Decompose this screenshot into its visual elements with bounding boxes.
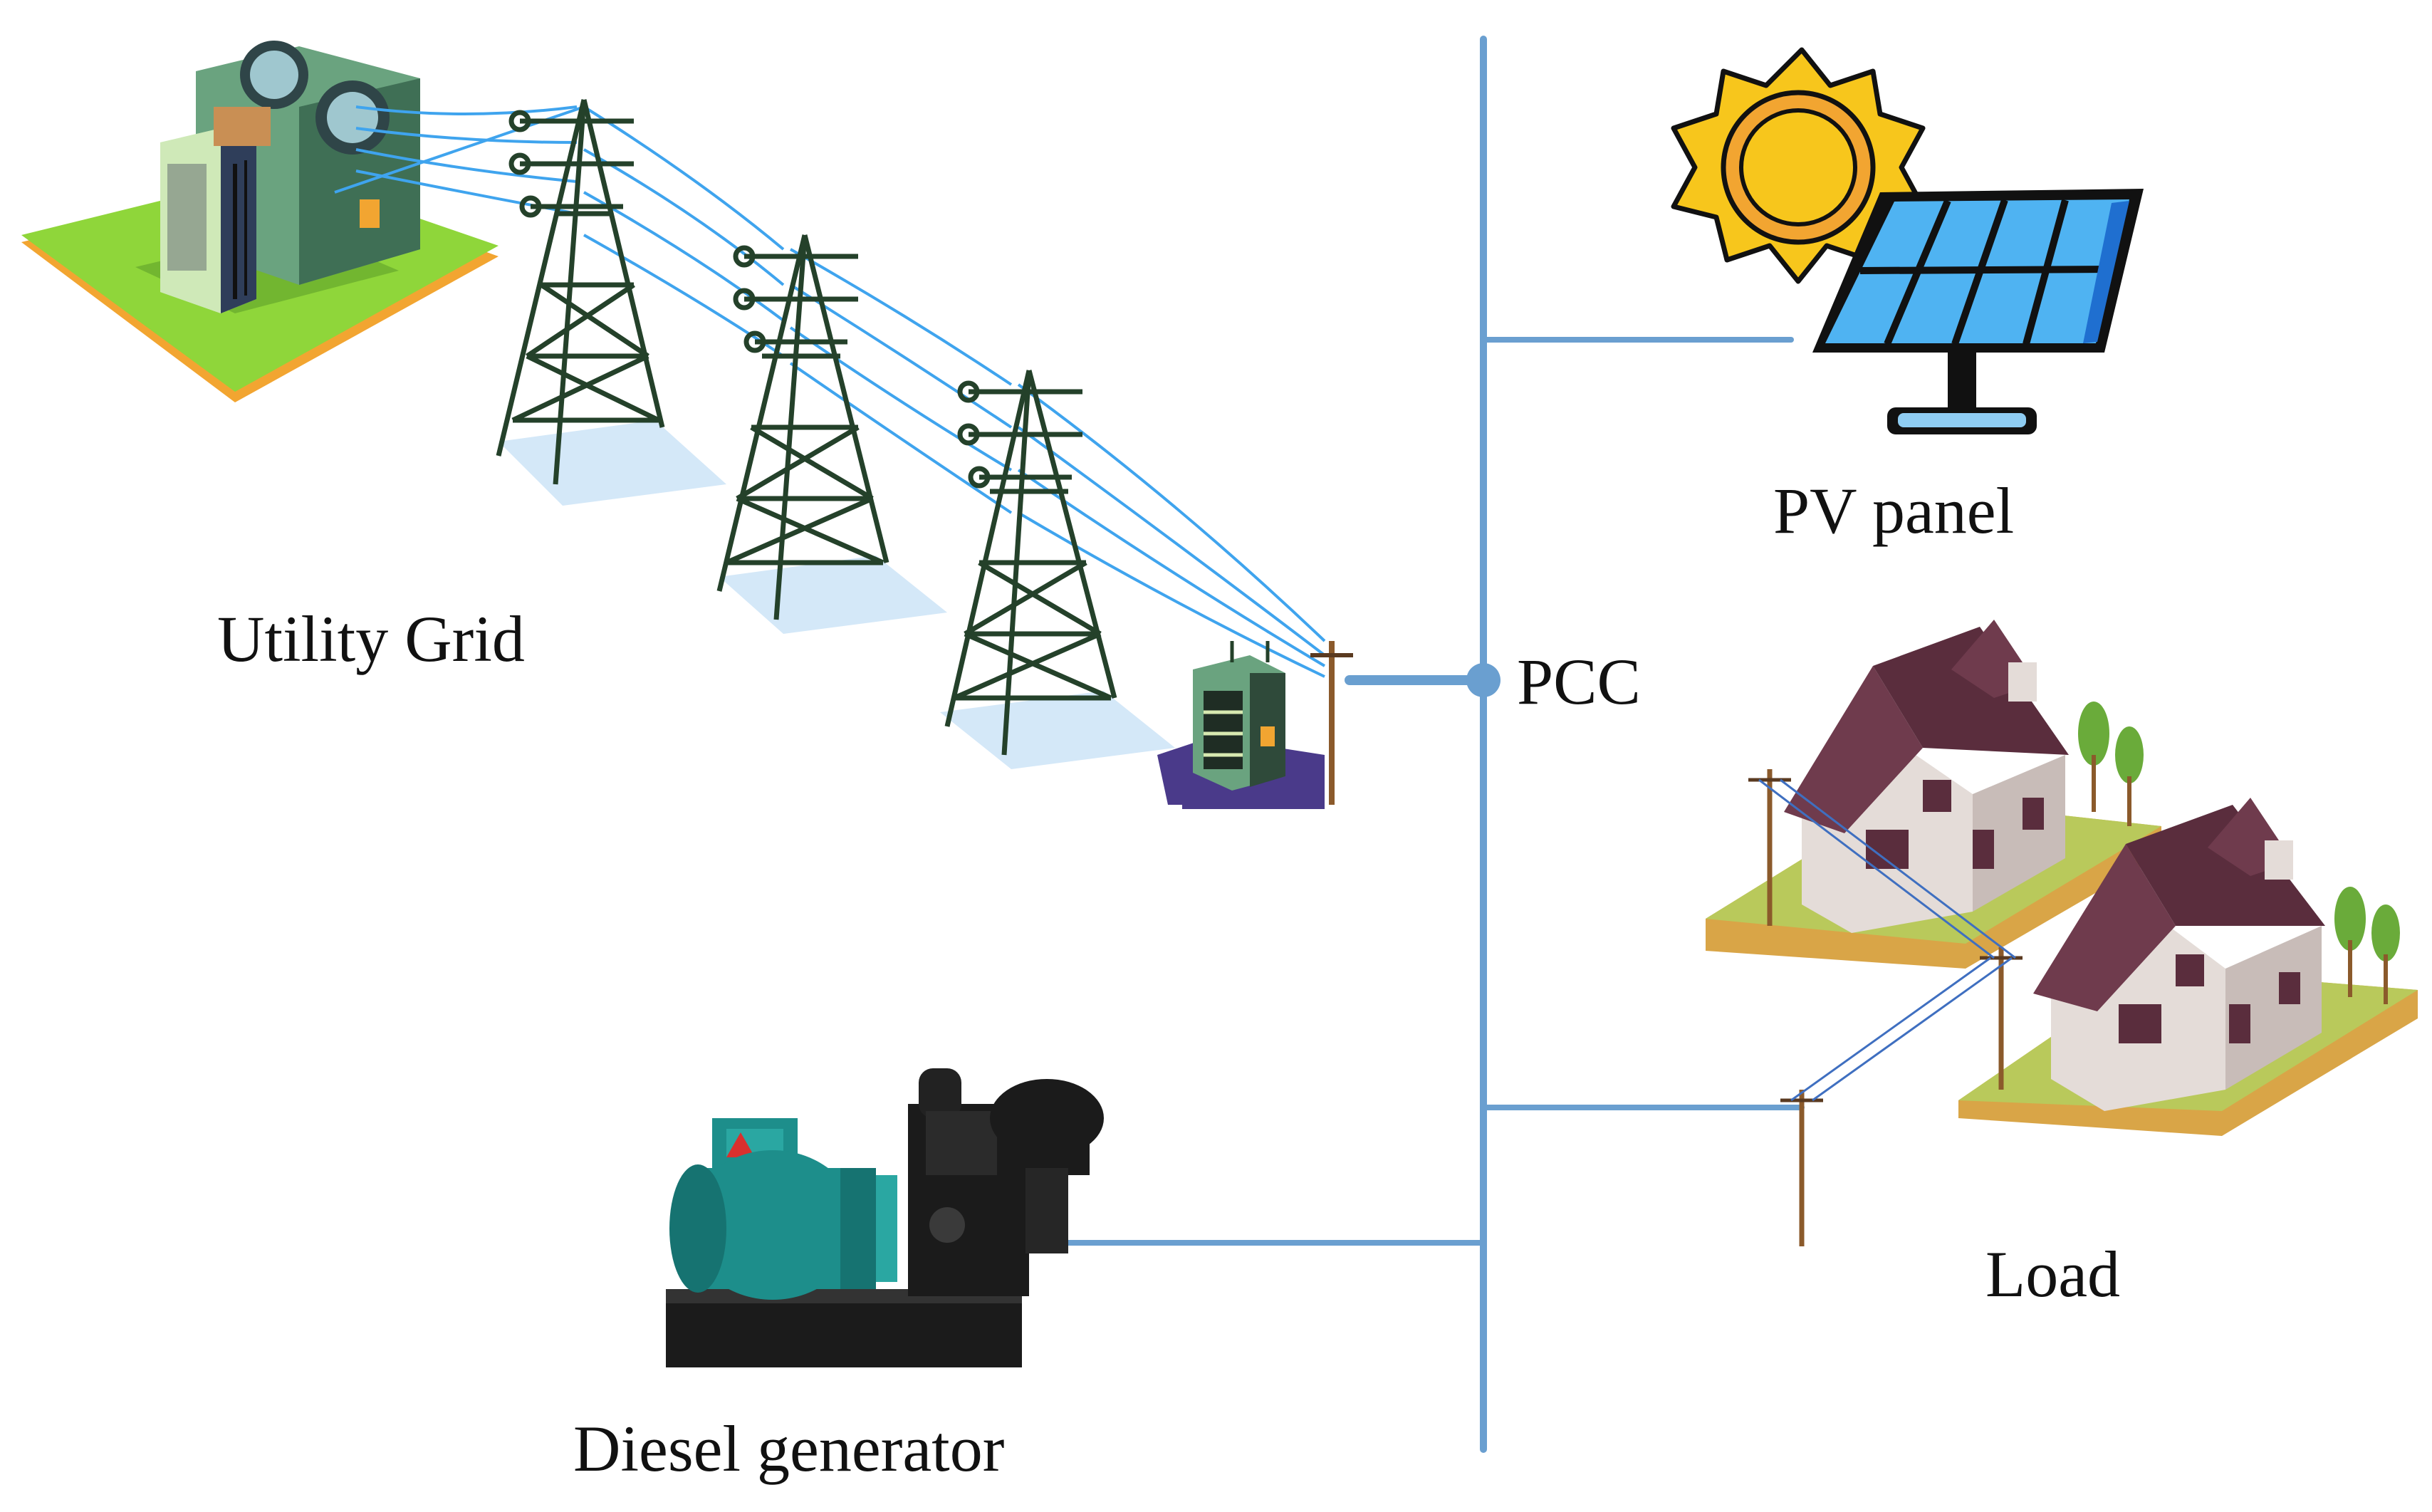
power-plant-icon [21, 41, 499, 402]
transmission-tower-1 [496, 99, 726, 506]
transmission-tower-3 [940, 370, 1175, 769]
substation-transformer [1157, 641, 1353, 809]
house-1-icon [1706, 620, 2161, 969]
diesel-generator-label: Diesel generator [573, 1412, 1004, 1485]
bus-system [1051, 36, 1805, 1453]
utility-grid-illustration [21, 41, 1353, 809]
pcc-node [1466, 663, 1501, 697]
sun-icon [1671, 47, 1926, 284]
house-2-icon [1958, 798, 2418, 1136]
pv-panel-illustration [1671, 47, 2144, 434]
pv-panel-label: PV panel [1773, 474, 2014, 547]
transmission-tower-2 [716, 234, 947, 634]
utility-grid-label: Utility Grid [217, 603, 525, 675]
distribution-poles [1748, 769, 2023, 1246]
diesel-generator-illustration [666, 1068, 1104, 1367]
generator-engine-icon [908, 1068, 1104, 1296]
generator-alternator-icon [669, 1118, 897, 1300]
load-illustration [1706, 620, 2418, 1246]
load-label: Load [1985, 1238, 2120, 1310]
pcc-label: PCC [1517, 645, 1641, 718]
solar-panel-icon [1812, 189, 2144, 434]
